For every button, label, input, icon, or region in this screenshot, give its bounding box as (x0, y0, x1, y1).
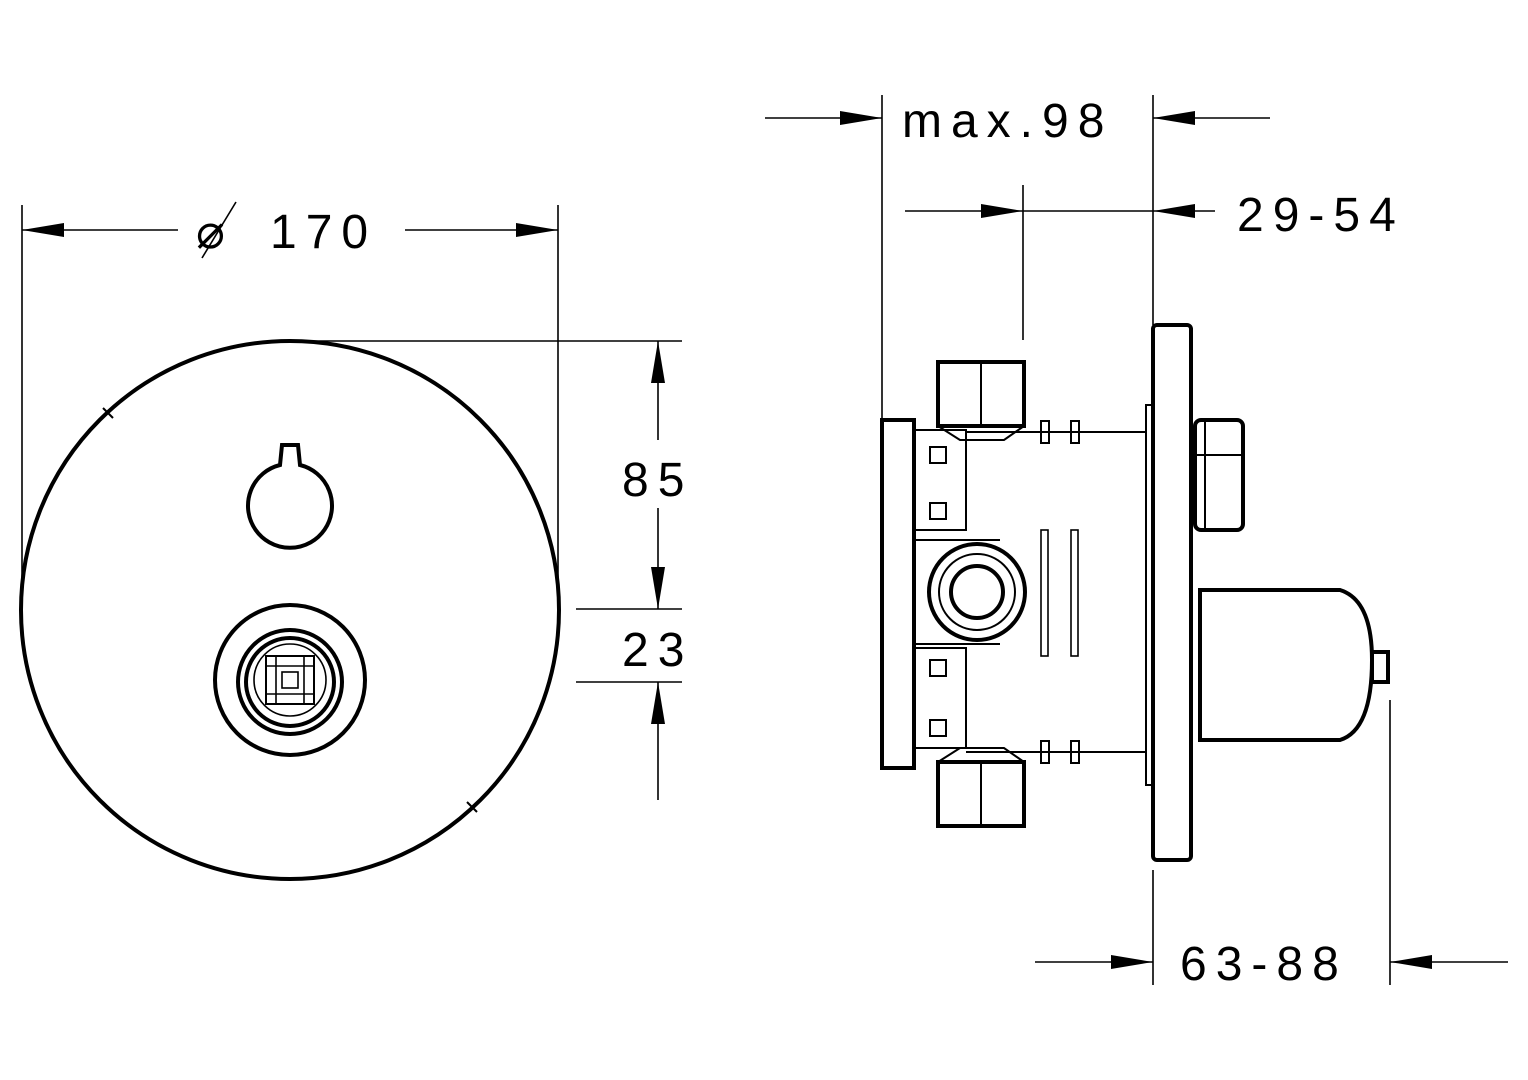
arrow-right-icon (981, 204, 1023, 218)
cover-plate (19, 339, 561, 881)
height-85-label: 85 (622, 454, 693, 507)
fixing-mark (466, 407, 478, 419)
rotary-knob (213, 603, 367, 757)
depth-range-63-88-label: 63-88 (1180, 938, 1348, 991)
arrow-left-icon (1153, 111, 1195, 125)
keyhole-handle-icon (246, 443, 334, 550)
hex-nut-top (936, 360, 1026, 441)
diameter-slash-icon (201, 201, 237, 259)
fixing-mark (102, 407, 114, 419)
height-23-label: 23 (622, 624, 693, 677)
arrow-right-icon (516, 223, 558, 237)
diameter-label: 170 (270, 206, 377, 259)
arrow-left-icon (1153, 204, 1195, 218)
depth-range-29-54-label: 29-54 (1237, 189, 1405, 242)
arrow-up-icon (651, 682, 665, 724)
arrow-up-icon (651, 341, 665, 383)
side-view: max.98 29-54 63-88 (765, 95, 1508, 991)
hex-nut-bottom (936, 747, 1026, 828)
arrow-right-icon (1111, 955, 1153, 969)
max-depth-label: max.98 (902, 95, 1113, 148)
fixing-mark (102, 801, 114, 813)
cover-plate-profile (1151, 323, 1193, 862)
arrow-right-icon (840, 111, 882, 125)
knob-profile (1198, 588, 1390, 742)
handle-profile (1193, 418, 1245, 532)
valve-body (880, 404, 1155, 786)
arrow-left-icon (22, 223, 64, 237)
front-view: ⌀ 170 (19, 201, 693, 881)
arrow-left-icon (1390, 955, 1432, 969)
arrow-down-icon (651, 567, 665, 609)
fixing-mark (466, 801, 478, 813)
diameter-symbol: ⌀ (196, 206, 234, 259)
